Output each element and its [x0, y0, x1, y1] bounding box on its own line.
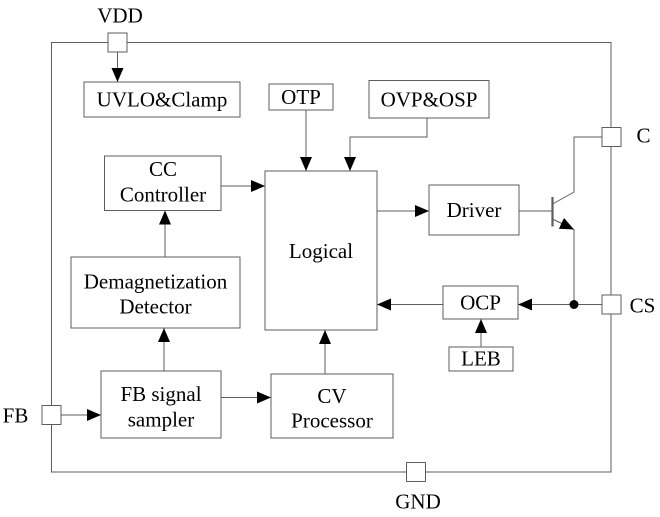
block-cv-processor: CV Processor — [270, 373, 394, 439]
pin-vdd: VDD — [97, 4, 143, 53]
pin-fb: FB — [3, 404, 62, 428]
block-ovp-osp: OVP&OSP — [368, 80, 490, 119]
block-ocp-box — [442, 285, 519, 320]
transistor-emitter-arrow — [553, 217, 575, 230]
pin-cs-label: CS — [630, 294, 656, 318]
output-transistor — [551, 136, 602, 309]
block-cc-controller: CC Controller — [104, 155, 222, 211]
block-ovp-osp-box — [368, 80, 490, 119]
block-cv-processor-label-line1: CV — [317, 384, 346, 408]
block-leb-label: LEB — [461, 347, 501, 371]
pin-gnd-label: GND — [395, 490, 441, 514]
block-driver-label: Driver — [447, 198, 502, 222]
pin-fb-pad — [41, 405, 62, 425]
pins: VDD C CS FB GND — [3, 4, 656, 514]
block-driver: Driver — [428, 184, 520, 236]
transistor-collector-wire — [553, 136, 602, 204]
block-demagnetization-detector: Demagnetization Detector — [70, 256, 241, 329]
pin-fb-label: FB — [3, 404, 29, 428]
chip-boundary — [51, 42, 612, 473]
block-cc-controller-label-line2: Controller — [120, 182, 206, 206]
block-otp: OTP — [268, 83, 334, 111]
block-fb-signal-sampler-label-line2: sampler — [128, 407, 194, 431]
block-cc-controller-box — [104, 155, 222, 211]
wire-ovp-to-logical — [344, 118, 428, 171]
block-ovp-osp-label: OVP&OSP — [381, 88, 478, 112]
block-ocp-label: OCP — [460, 291, 501, 315]
blocks: UVLO&Clamp OTP OVP&OSP CC Controller Log… — [70, 80, 520, 439]
block-fb-signal-sampler: FB signal sampler — [100, 370, 222, 439]
block-cc-controller-label-line1: CC — [149, 157, 177, 181]
pin-gnd: GND — [395, 462, 441, 514]
block-uvlo-clamp-box — [83, 81, 241, 118]
block-fb-signal-sampler-label-line1: FB signal — [120, 382, 201, 406]
block-uvlo-clamp-label: UVLO&Clamp — [97, 88, 228, 112]
pin-cs-pad — [601, 294, 622, 315]
wires — [61, 52, 602, 421]
block-ocp: OCP — [442, 285, 519, 320]
pin-c-label: C — [636, 124, 650, 148]
block-demagnetization-detector-box — [70, 256, 241, 329]
block-uvlo-clamp: UVLO&Clamp — [83, 81, 241, 118]
block-driver-box — [428, 184, 520, 236]
block-fb-signal-sampler-box — [100, 370, 222, 439]
block-otp-box — [268, 83, 334, 111]
block-demagnetization-detector-label-line2: Detector — [119, 295, 191, 319]
block-logical-box — [264, 170, 378, 331]
pin-gnd-pad — [406, 462, 426, 482]
pin-cs: CS — [601, 294, 656, 318]
block-logical-label: Logical — [289, 239, 353, 263]
block-otp-label: OTP — [281, 85, 321, 109]
pin-c: C — [601, 124, 651, 148]
pin-vdd-pad — [107, 32, 128, 53]
block-logical: Logical — [264, 170, 378, 331]
block-cv-processor-label-line2: Processor — [291, 408, 373, 432]
block-leb: LEB — [448, 346, 514, 372]
block-leb-box — [448, 346, 514, 372]
pin-vdd-label: VDD — [97, 4, 143, 28]
block-demagnetization-detector-label-line1: Demagnetization — [84, 269, 228, 293]
pin-c-pad — [601, 127, 622, 147]
block-cv-processor-box — [270, 373, 394, 439]
junction-dot — [569, 300, 579, 309]
